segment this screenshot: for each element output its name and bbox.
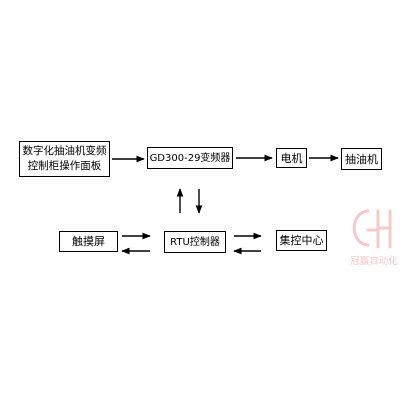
node-rtu-controller-label: RTU控制器 [170, 236, 220, 248]
node-touch-screen: 触摸屏 [59, 231, 118, 252]
node-motor-label: 电机 [280, 151, 303, 165]
node-inverter: GD300-29变频器 [147, 147, 233, 169]
node-control-panel: 数字化抽油机变频 控制柜操作面板 [19, 141, 110, 177]
node-rtu-controller: RTU控制器 [164, 231, 226, 253]
node-control-panel-line-1: 数字化抽油机变频 [22, 145, 107, 157]
watermark-emblem-icon [352, 209, 392, 249]
node-central-control-label: 集控中心 [279, 234, 324, 247]
watermark-logo: 冠赢自动化 [348, 205, 400, 275]
node-motor: 电机 [276, 148, 307, 168]
watermark-text: 冠赢自动化 [350, 256, 398, 267]
node-pumping-unit: 抽油机 [341, 148, 382, 170]
node-touch-screen-label: 触摸屏 [72, 235, 105, 248]
node-central-control: 集控中心 [276, 230, 327, 251]
node-inverter-label: GD300-29变频器 [149, 152, 231, 164]
node-control-panel-line-2: 控制柜操作面板 [27, 160, 102, 172]
node-pumping-unit-label: 抽油机 [345, 152, 378, 166]
